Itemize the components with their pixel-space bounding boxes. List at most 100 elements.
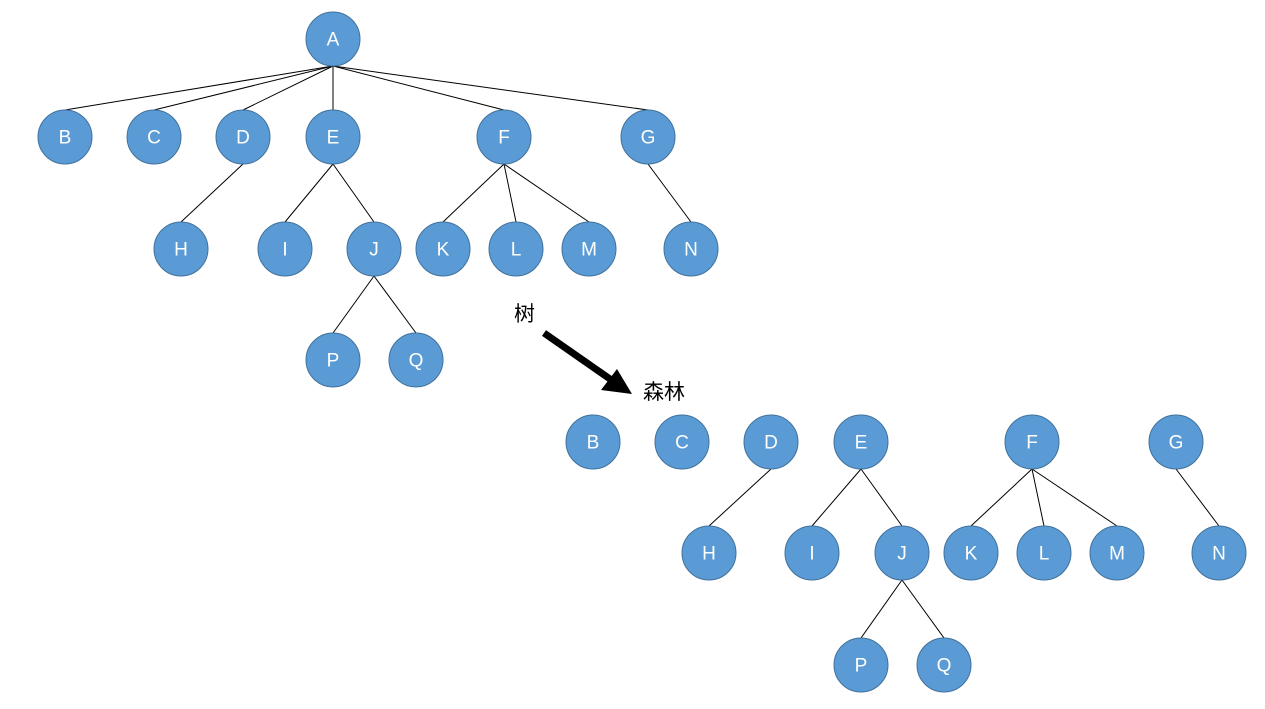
node-circle bbox=[654, 414, 710, 470]
forest-caption: 森林 bbox=[643, 380, 685, 404]
node-circle bbox=[305, 11, 361, 67]
node-circle bbox=[305, 109, 361, 165]
node-label: E bbox=[327, 128, 340, 149]
forest-node-e: E bbox=[833, 414, 889, 470]
node-circle bbox=[488, 221, 544, 277]
node-circle bbox=[215, 109, 271, 165]
node-circle bbox=[1004, 414, 1060, 470]
node-circle bbox=[620, 109, 676, 165]
node-label: I bbox=[282, 240, 287, 261]
tree-edge-g-n bbox=[647, 163, 692, 223]
tree-edges bbox=[64, 65, 692, 334]
node-label: P bbox=[327, 351, 340, 372]
node-label: B bbox=[587, 433, 600, 454]
forest-edge-f-m bbox=[1031, 468, 1118, 527]
forest-node-j: J bbox=[874, 525, 930, 581]
forest-node-h: H bbox=[681, 525, 737, 581]
node-circle bbox=[305, 332, 361, 388]
forest-edge-d-h bbox=[708, 468, 772, 527]
node-label: I bbox=[809, 544, 814, 565]
node-circle bbox=[476, 109, 532, 165]
forest-node-d: D bbox=[743, 414, 799, 470]
node-circle bbox=[1016, 525, 1072, 581]
node-label: K bbox=[437, 240, 450, 261]
node-label: M bbox=[581, 240, 597, 261]
node-label: L bbox=[511, 240, 522, 261]
forest-edge-j-p bbox=[860, 579, 903, 639]
node-label: E bbox=[855, 433, 868, 454]
tree-edge-f-k bbox=[442, 163, 505, 223]
tree-node-d: D bbox=[215, 109, 271, 165]
node-circle bbox=[1089, 525, 1145, 581]
tree-node-i: I bbox=[257, 221, 313, 277]
node-circle bbox=[257, 221, 313, 277]
node-circle bbox=[37, 109, 93, 165]
tree-edge-f-m bbox=[503, 163, 590, 223]
node-circle bbox=[681, 525, 737, 581]
node-label: B bbox=[59, 128, 72, 149]
node-circle bbox=[1191, 525, 1247, 581]
node-label: A bbox=[327, 30, 340, 51]
tree-edge-e-j bbox=[332, 163, 375, 223]
node-label: G bbox=[1169, 433, 1184, 454]
tree-edge-a-f bbox=[332, 65, 505, 111]
node-label: H bbox=[174, 240, 188, 261]
forest-node-g: G bbox=[1148, 414, 1204, 470]
tree-node-a: A bbox=[305, 11, 361, 67]
tree-node-g: G bbox=[620, 109, 676, 165]
tree-edge-a-c bbox=[153, 65, 334, 111]
tree-node-l: L bbox=[488, 221, 544, 277]
node-circle bbox=[663, 221, 719, 277]
tree-node-p: P bbox=[305, 332, 361, 388]
node-circle bbox=[743, 414, 799, 470]
arrow-head bbox=[601, 369, 632, 394]
node-circle bbox=[916, 637, 972, 693]
forest-node-k: K bbox=[943, 525, 999, 581]
forest-node-b: B bbox=[565, 414, 621, 470]
node-circle bbox=[874, 525, 930, 581]
forest-edge-j-q bbox=[901, 579, 945, 639]
node-circle bbox=[833, 414, 889, 470]
forest-edge-f-l bbox=[1031, 468, 1045, 527]
forest-node-f: F bbox=[1004, 414, 1060, 470]
node-circle bbox=[784, 525, 840, 581]
forest-node-l: L bbox=[1016, 525, 1072, 581]
tree-node-c: C bbox=[126, 109, 182, 165]
transform-arrow bbox=[541, 330, 632, 394]
node-label: H bbox=[702, 544, 716, 565]
node-label: N bbox=[1212, 544, 1226, 565]
node-label: Q bbox=[409, 351, 424, 372]
forest-node-c: C bbox=[654, 414, 710, 470]
forest-node-p: P bbox=[833, 637, 889, 693]
tree-node-n: N bbox=[663, 221, 719, 277]
forest-node-n: N bbox=[1191, 525, 1247, 581]
node-circle bbox=[415, 221, 471, 277]
tree-edge-f-l bbox=[503, 163, 517, 223]
forest-edges bbox=[708, 468, 1220, 639]
node-label: G bbox=[641, 128, 656, 149]
node-label: J bbox=[897, 544, 907, 565]
node-label: P bbox=[855, 656, 868, 677]
node-circle bbox=[1148, 414, 1204, 470]
forest-edge-f-k bbox=[970, 468, 1033, 527]
forest-edge-e-j bbox=[860, 468, 903, 527]
node-circle bbox=[346, 221, 402, 277]
tree-node-q: Q bbox=[388, 332, 444, 388]
tree-edge-a-d bbox=[242, 65, 334, 111]
node-circle bbox=[388, 332, 444, 388]
tree-edge-j-p bbox=[332, 275, 375, 334]
tree-node-j: J bbox=[346, 221, 402, 277]
tree-node-m: M bbox=[561, 221, 617, 277]
node-label: F bbox=[1026, 433, 1038, 454]
node-label: D bbox=[236, 128, 250, 149]
node-circle bbox=[943, 525, 999, 581]
tree-node-b: B bbox=[37, 109, 93, 165]
tree-edge-a-b bbox=[64, 65, 334, 111]
forest-edge-e-i bbox=[811, 468, 862, 527]
tree-node-k: K bbox=[415, 221, 471, 277]
node-label: C bbox=[147, 128, 161, 149]
arrow-shaft bbox=[541, 330, 613, 382]
